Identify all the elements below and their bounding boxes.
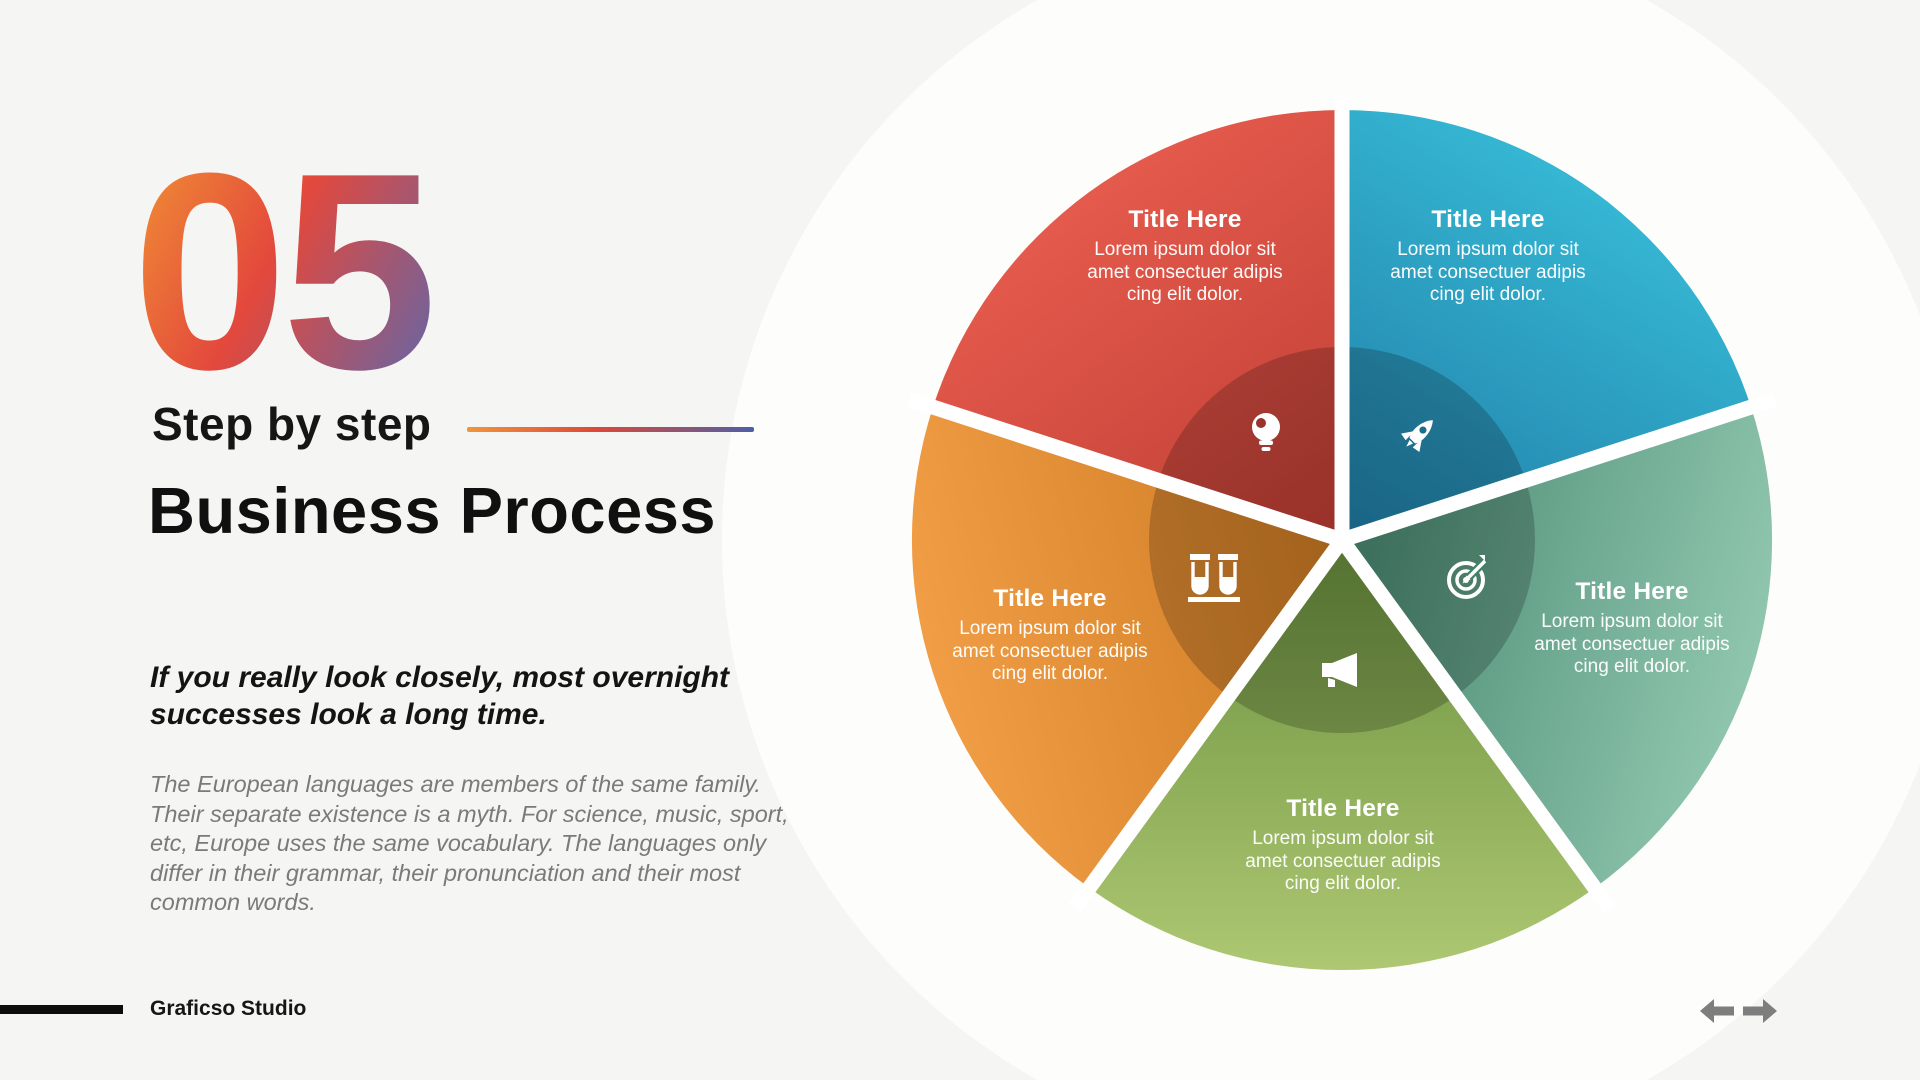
subtitle-row: Step by step [152, 397, 754, 451]
description-text: The European languages are members of th… [150, 771, 789, 915]
segment-body: Lorem ipsum dolor sit amet consectuer ad… [1245, 828, 1441, 894]
segment-label-bottom: Title Here Lorem ipsum dolor sit amet co… [1231, 795, 1455, 896]
segment-title: Title Here [1128, 206, 1242, 233]
segment-green [1089, 540, 1595, 971]
brand-name: Graficso Studio [150, 997, 307, 1020]
segment-label-top-right: Title Here Lorem ipsum dolor sit amet co… [1376, 206, 1600, 307]
segment-body: Lorem ipsum dolor sit amet consectuer ad… [952, 618, 1148, 684]
segment-body: Lorem ipsum dolor sit amet consectuer ad… [1087, 239, 1283, 305]
accent-gradient-line [466, 426, 754, 432]
test-tubes-icon [1188, 554, 1240, 602]
segment-dividers [906, 100, 1778, 913]
slide-navigation [1700, 999, 1777, 1023]
segment-teal [1342, 407, 1773, 888]
target-icon [1447, 555, 1490, 599]
segment-label-right: Title Here Lorem ipsum dolor sit amet co… [1520, 578, 1744, 679]
rocket-icon [1401, 420, 1433, 452]
slide-title: Business Process [148, 474, 717, 547]
next-arrow-icon[interactable] [1743, 999, 1777, 1023]
segment-label-left: Title Here Lorem ipsum dolor sit amet co… [938, 585, 1162, 686]
megaphone-icon [1322, 653, 1357, 687]
segment-label-top-left: Title Here Lorem ipsum dolor sit amet co… [1073, 206, 1297, 307]
segment-title: Title Here [993, 585, 1107, 612]
prev-arrow-icon[interactable] [1700, 999, 1734, 1023]
footer-accent-bar [0, 1005, 123, 1014]
segment-title: Title Here [1286, 795, 1400, 822]
segment-orange [911, 407, 1342, 888]
segment-body: Lorem ipsum dolor sit amet consectuer ad… [1390, 239, 1586, 305]
step-number: 05 [132, 116, 437, 428]
segment-body: Lorem ipsum dolor sit amet consectuer ad… [1534, 611, 1730, 677]
segment-title: Title Here [1575, 578, 1689, 605]
quote-text: If you really look closely, most overnig… [150, 661, 730, 731]
segment-title: Title Here [1431, 206, 1545, 233]
lightbulb-icon [1252, 413, 1280, 451]
slide-subtitle: Step by step [152, 398, 432, 450]
process-pie-diagram [906, 100, 1778, 971]
